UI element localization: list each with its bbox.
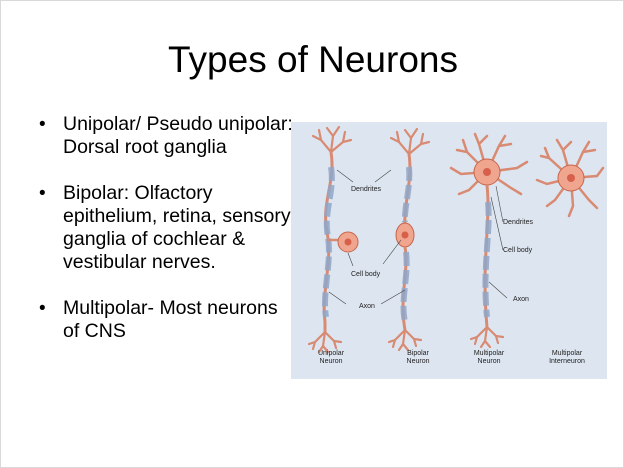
svg-text:Neuron: Neuron: [320, 358, 343, 365]
neuron-types-figure: Dendrites Cell body Axon Dendrites Cell …: [291, 122, 607, 379]
label-dendrites-right: Dendrites: [503, 219, 533, 226]
bullet-bipolar: Bipolar: Olfactory epithelium, retina, s…: [37, 182, 297, 274]
svg-text:Multipolar: Multipolar: [552, 350, 583, 357]
svg-text:Neuron: Neuron: [478, 358, 501, 365]
svg-text:Multipolar: Multipolar: [474, 350, 505, 357]
bullet-unipolar: Unipolar/ Pseudo unipolar: Dorsal root g…: [37, 113, 297, 159]
unipolar-neuron: [307, 125, 359, 354]
bullet-list: Unipolar/ Pseudo unipolar: Dorsal root g…: [37, 113, 297, 366]
caption-multipolar-neuron: Multipolar Neuron: [474, 350, 505, 365]
multipolar-neuron: [449, 132, 529, 349]
label-axon-left: Axon: [359, 303, 375, 310]
label-cell-body-left: Cell body: [351, 271, 381, 278]
label-dendrites-left: Dendrites: [351, 186, 381, 193]
neuron-illustration: Dendrites Cell body Axon Dendrites Cell …: [307, 125, 605, 365]
caption-bipolar: Bipolar Neuron: [407, 350, 430, 365]
label-axon-right: Axon: [513, 296, 529, 303]
svg-text:Bipolar: Bipolar: [407, 350, 429, 357]
slide-title: Types of Neurons: [168, 39, 458, 80]
svg-text:Unipolar: Unipolar: [318, 350, 345, 357]
label-cell-body-right: Cell body: [503, 247, 533, 254]
leader-lines: [328, 169, 508, 305]
caption-unipolar: Unipolar Neuron: [318, 350, 345, 365]
bipolar-neuron: [387, 127, 431, 352]
svg-text:Neuron: Neuron: [407, 358, 430, 365]
svg-text:Interneuron: Interneuron: [549, 358, 585, 365]
multipolar-interneuron: [535, 138, 605, 218]
bullet-multipolar: Multipolar- Most neurons of CNS: [37, 297, 297, 343]
caption-multipolar-interneuron: Multipolar Interneuron: [549, 350, 585, 365]
